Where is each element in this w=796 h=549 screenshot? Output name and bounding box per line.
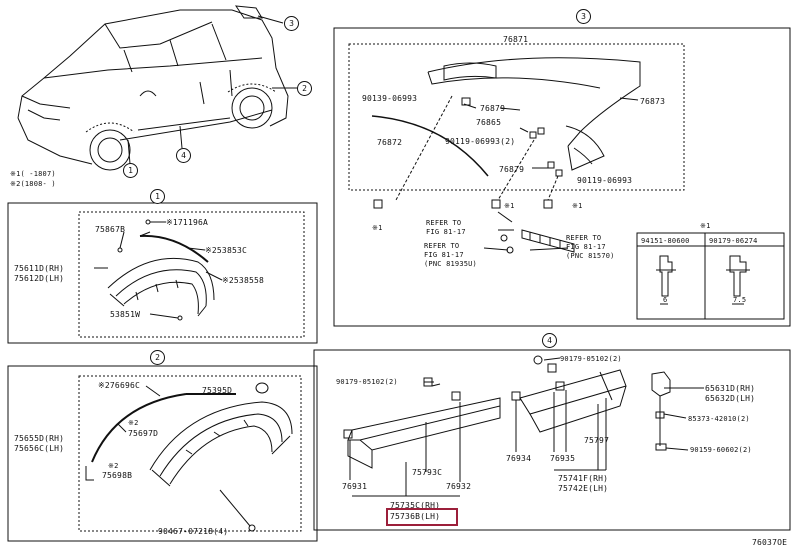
part-75656C[interactable]: 75656C(LH)	[14, 444, 65, 453]
part-76931[interactable]: 76931	[342, 482, 368, 491]
part-90139-06993[interactable]: 90139-06993	[362, 94, 418, 103]
section-1-circle: 1	[150, 189, 165, 204]
rear-wheel-arch-illustration	[85, 382, 293, 532]
part-90179-05102-left[interactable]: 90179-05102(2)	[336, 378, 398, 386]
refer-2-line2[interactable]: FIG 81-17	[424, 251, 464, 259]
part-253853C[interactable]: ※253853C	[205, 246, 248, 255]
part-90119-06993-2[interactable]: 90119-06993(2)	[445, 137, 516, 146]
part-75735C[interactable]: 75735C(RH)	[390, 501, 441, 510]
clip-star-1-b: ※1	[504, 202, 515, 210]
part-76932[interactable]: 76932	[446, 482, 472, 491]
section-3-circle: 3	[576, 9, 591, 24]
part-76879-b[interactable]: 76879	[499, 165, 525, 174]
refer-1-line1[interactable]: REFER TO	[426, 219, 462, 227]
overview-note-1: ※1( -1807)	[10, 170, 56, 178]
part-75793C[interactable]: 75793C	[412, 468, 443, 477]
rocker-moulding-illustration	[343, 355, 704, 497]
section-4-frame	[313, 349, 791, 531]
part-90179-05102-top[interactable]: 90179-05102(2)	[560, 355, 622, 363]
refer-2-line1[interactable]: REFER TO	[424, 242, 460, 250]
star-2-a: ※2	[128, 419, 139, 427]
overview-note-2: ※2(1808- )	[10, 180, 56, 188]
part-75797[interactable]: 75797	[584, 436, 610, 445]
front-wheel-arch-illustration	[94, 219, 223, 321]
star-2-b: ※2	[108, 462, 119, 470]
part-76873[interactable]: 76873	[640, 97, 666, 106]
clip-table-dim1: 6	[663, 296, 668, 304]
refer-1-line2[interactable]: FIG 81-17	[426, 228, 466, 236]
part-65631D[interactable]: 65631D(RH)	[705, 384, 756, 393]
part-75736B-highlight	[386, 508, 458, 526]
clip-table-col1[interactable]: 94151-80600	[641, 237, 690, 245]
part-76871[interactable]: 76871	[503, 35, 529, 44]
part-65632D[interactable]: 65632D(LH)	[705, 394, 756, 403]
part-276696C[interactable]: ※276696C	[98, 381, 141, 390]
part-76934[interactable]: 76934	[506, 454, 532, 463]
section-3-frame	[333, 27, 791, 327]
part-171196A[interactable]: ※171196A	[166, 218, 209, 227]
refer-2-line3[interactable]: (PNC 81935U)	[424, 260, 477, 268]
refer-3-line3[interactable]: (PNC 81570)	[566, 252, 615, 260]
section-2-circle: 2	[150, 350, 165, 365]
part-76865[interactable]: 76865	[476, 118, 502, 127]
callout-2[interactable]: 2	[297, 81, 312, 96]
part-85373-42010[interactable]: 85373-42010(2)	[688, 415, 750, 423]
clip-reference-table	[636, 232, 785, 320]
vehicle-overview-illustration	[17, 5, 297, 171]
part-90467-07218[interactable]: 90467-07218(4)	[158, 527, 229, 536]
part-76935[interactable]: 76935	[550, 454, 576, 463]
callout-4[interactable]: 4	[176, 148, 191, 163]
part-90119-06993[interactable]: 90119-06993	[577, 176, 633, 185]
clip-star-1-a: ※1	[372, 224, 383, 232]
part-2538558[interactable]: ※2538558	[222, 276, 265, 285]
callout-1[interactable]: 1	[123, 163, 138, 178]
part-76879-a[interactable]: 76879	[480, 104, 506, 113]
part-75741F[interactable]: 75741F(RH)	[558, 474, 609, 483]
diagram-id: 76037OE	[752, 538, 788, 547]
part-53851W[interactable]: 53851W	[110, 310, 141, 319]
part-75867B[interactable]: 75867B	[95, 225, 126, 234]
part-75697D[interactable]: 75697D	[128, 429, 159, 438]
callout-3[interactable]: 3	[284, 16, 299, 31]
section-1-frame	[7, 202, 318, 344]
part-75655D[interactable]: 75655D(RH)	[14, 434, 65, 443]
section-4-circle: 4	[542, 333, 557, 348]
clip-table-title: ※1	[700, 222, 711, 230]
rear-spoiler-illustration	[371, 57, 641, 254]
clip-table-dim2: 7.5	[733, 296, 747, 304]
section-2-frame	[7, 365, 318, 542]
refer-3-line2[interactable]: FIG 81-17	[566, 243, 606, 251]
part-75742E[interactable]: 75742E(LH)	[558, 484, 609, 493]
part-75395D[interactable]: 75395D	[202, 386, 233, 395]
part-75612D[interactable]: 75612D(LH)	[14, 274, 65, 283]
refer-3-line1[interactable]: REFER TO	[566, 234, 602, 242]
part-75736B[interactable]: 75736B(LH)	[390, 512, 441, 521]
part-75698B[interactable]: 75698B	[102, 471, 133, 480]
clip-star-1-c: ※1	[572, 202, 583, 210]
part-76872[interactable]: 76872	[377, 138, 403, 147]
part-90159-60602[interactable]: 90159-60602(2)	[690, 446, 752, 454]
part-75611D[interactable]: 75611D(RH)	[14, 264, 65, 273]
clip-table-col2[interactable]: 90179-06274	[709, 237, 758, 245]
